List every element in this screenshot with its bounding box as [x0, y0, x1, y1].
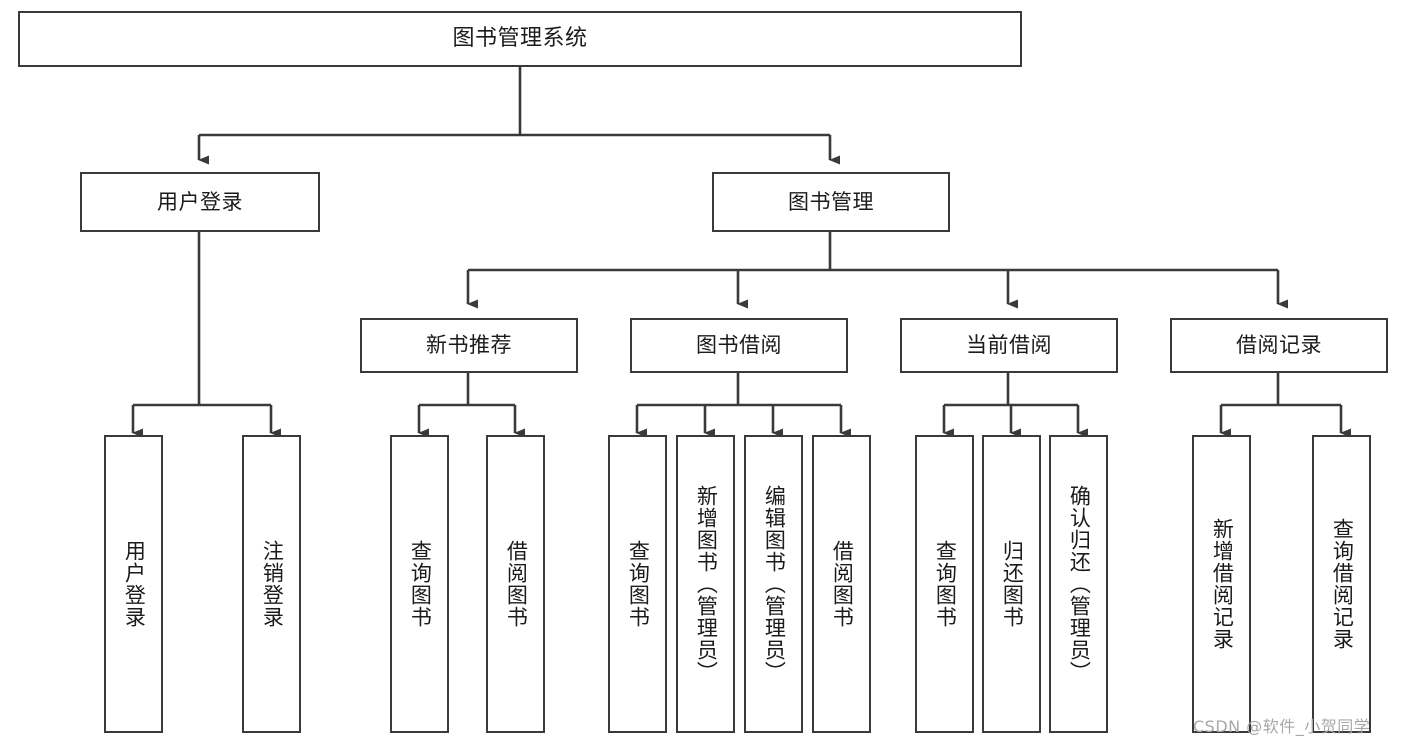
node-book-borrow[interactable]: 图书借阅 — [630, 318, 848, 373]
node-label: 查询图书 — [408, 540, 433, 628]
node-leaf-borrowrecord-query-record[interactable]: 查询借阅记录 — [1312, 435, 1371, 733]
node-label: 用户登录 — [122, 540, 147, 628]
node-user-login[interactable]: 用户登录 — [80, 172, 320, 232]
node-new-book-recommend[interactable]: 新书推荐 — [360, 318, 578, 373]
node-leaf-bookborrow-query-book[interactable]: 查询图书 — [608, 435, 667, 733]
node-label: 用户登录 — [157, 189, 243, 214]
node-label: 当前借阅 — [966, 333, 1052, 358]
node-label: 新增借阅记录 — [1210, 518, 1235, 650]
node-label: 新增图书（管理员） — [694, 485, 719, 683]
node-label: 编辑图书（管理员） — [762, 485, 787, 683]
node-label: 查询图书 — [626, 540, 651, 628]
node-label: 图书管理 — [788, 189, 874, 214]
node-current-borrow[interactable]: 当前借阅 — [900, 318, 1118, 373]
node-leaf-user-logout[interactable]: 注销登录 — [242, 435, 301, 733]
node-label: 查询图书 — [933, 540, 958, 628]
node-leaf-bookborrow-edit-book[interactable]: 编辑图书（管理员） — [744, 435, 803, 733]
node-leaf-bookborrow-borrow-book[interactable]: 借阅图书 — [812, 435, 871, 733]
node-leaf-user-login[interactable]: 用户登录 — [104, 435, 163, 733]
node-leaf-bookborrow-add-book[interactable]: 新增图书（管理员） — [676, 435, 735, 733]
node-leaf-borrowrecord-add-record[interactable]: 新增借阅记录 — [1192, 435, 1251, 733]
node-label: 归还图书 — [1000, 540, 1025, 628]
csdn-watermark: CSDN @软件_小贺同学 — [1193, 717, 1371, 736]
node-leaf-currentborrow-confirm-return[interactable]: 确认归还（管理员） — [1049, 435, 1108, 733]
node-leaf-newbook-borrow-book[interactable]: 借阅图书 — [486, 435, 545, 733]
node-label: 图书借阅 — [696, 333, 782, 358]
node-label: 新书推荐 — [426, 333, 512, 358]
node-book-management[interactable]: 图书管理 — [712, 172, 950, 232]
node-label: 注销登录 — [260, 540, 285, 628]
node-label: 图书管理系统 — [452, 26, 588, 52]
node-label: 借阅图书 — [504, 540, 529, 628]
node-borrow-record[interactable]: 借阅记录 — [1170, 318, 1388, 373]
node-label: 借阅记录 — [1236, 333, 1322, 358]
node-leaf-newbook-query-book[interactable]: 查询图书 — [390, 435, 449, 733]
node-label: 借阅图书 — [830, 540, 855, 628]
node-label: 查询借阅记录 — [1330, 518, 1355, 650]
node-leaf-currentborrow-query-book[interactable]: 查询图书 — [915, 435, 974, 733]
node-root-book-management-system[interactable]: 图书管理系统 — [18, 11, 1022, 67]
node-label: 确认归还（管理员） — [1067, 485, 1092, 683]
node-leaf-currentborrow-return-book[interactable]: 归还图书 — [982, 435, 1041, 733]
